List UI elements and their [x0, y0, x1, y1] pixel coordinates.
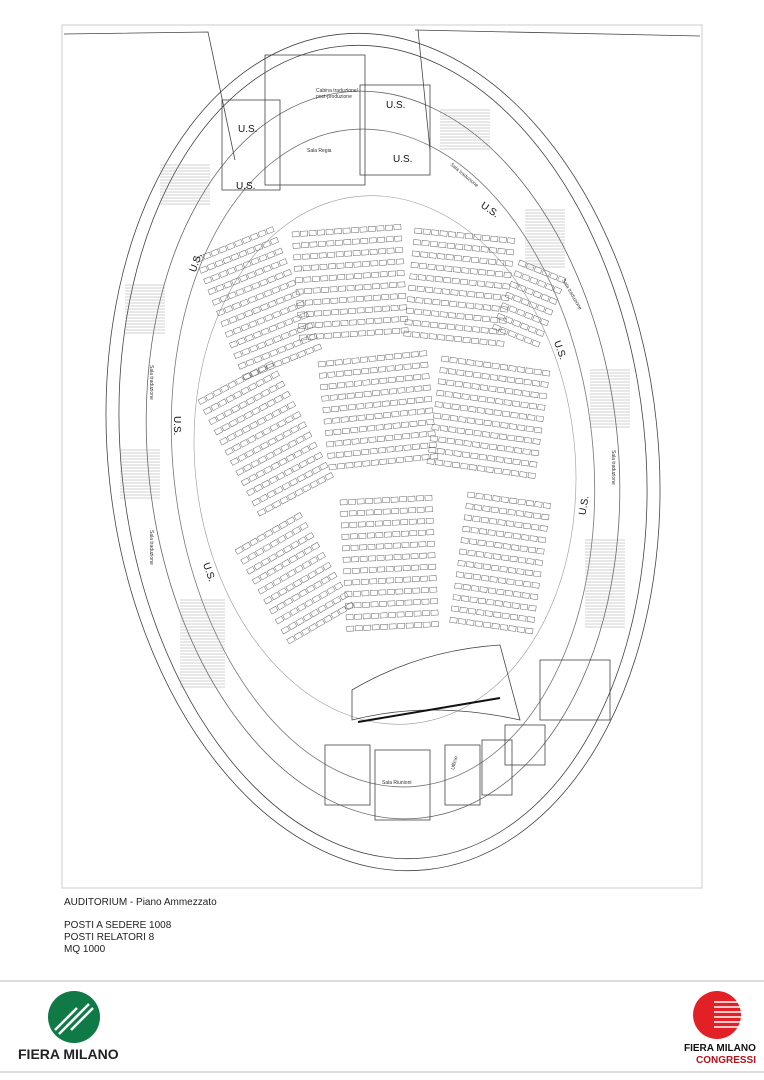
speakers-count: POSTI RELATORI 8 [64, 932, 155, 943]
room-label: Sala traduzione [148, 365, 154, 400]
room-label: post-produzione [316, 94, 352, 100]
building-outline [63, 29, 701, 872]
us-label: U.S. [393, 154, 412, 165]
seat-block [339, 494, 440, 632]
congressi-logo-text-bottom: CONGRESSI [696, 1055, 757, 1066]
room-label: Sala Riunioni [382, 780, 411, 786]
room-label: Sala traduzione [610, 450, 616, 485]
room-label: Sala traduzione [560, 278, 583, 311]
seats-count: POSTI A SEDERE 1008 [64, 920, 172, 931]
room-labels: Cabina traduzione/ post-produzione Sala … [148, 88, 616, 786]
seat-block [234, 512, 355, 645]
room-label: Sala Regia [307, 148, 332, 154]
auditorium-floor-plan: U.S. U.S. U.S. U.S. U.S. U.S. U.S. U.S. … [61, 24, 703, 889]
seat-block [194, 226, 323, 381]
divider [0, 980, 764, 982]
seat-block [317, 350, 439, 471]
room-label: Sala traduzione [449, 162, 480, 189]
seating-blocks [194, 224, 567, 645]
fiera-milano-logo-icon [48, 991, 100, 1043]
us-label: U.S. [551, 339, 568, 361]
us-label: U.S. [386, 100, 405, 111]
room-label: Cabina traduzione/ [316, 88, 359, 94]
seat-block [491, 259, 567, 348]
us-label: U.S. [171, 416, 182, 435]
fiera-milano-congressi-logo-icon [693, 991, 742, 1039]
stairs [120, 109, 630, 688]
us-label: U.S. [188, 252, 205, 274]
seat-block [291, 224, 409, 341]
area-value: MQ 1000 [64, 944, 106, 955]
seat-block [403, 227, 516, 347]
plan-title: AUDITORIUM - Piano Ammezzato [64, 897, 217, 908]
seat-block [449, 491, 551, 635]
drawing-frame [61, 24, 703, 889]
room-label: Ufficio [450, 755, 459, 770]
us-label: U.S. [236, 181, 255, 192]
congressi-logo-text-top: FIERA MILANO [684, 1043, 756, 1054]
fiera-milano-logo-text: FIERA MILANO [18, 1046, 119, 1062]
divider [0, 1071, 764, 1073]
us-label: U.S. [238, 124, 257, 135]
seat-block [197, 360, 334, 517]
us-label: U.S. [478, 200, 500, 220]
room-label: Sala traduzione [148, 530, 154, 565]
us-label: U.S. [200, 561, 217, 583]
us-label: U.S. [577, 495, 591, 516]
seat-block [426, 355, 551, 479]
